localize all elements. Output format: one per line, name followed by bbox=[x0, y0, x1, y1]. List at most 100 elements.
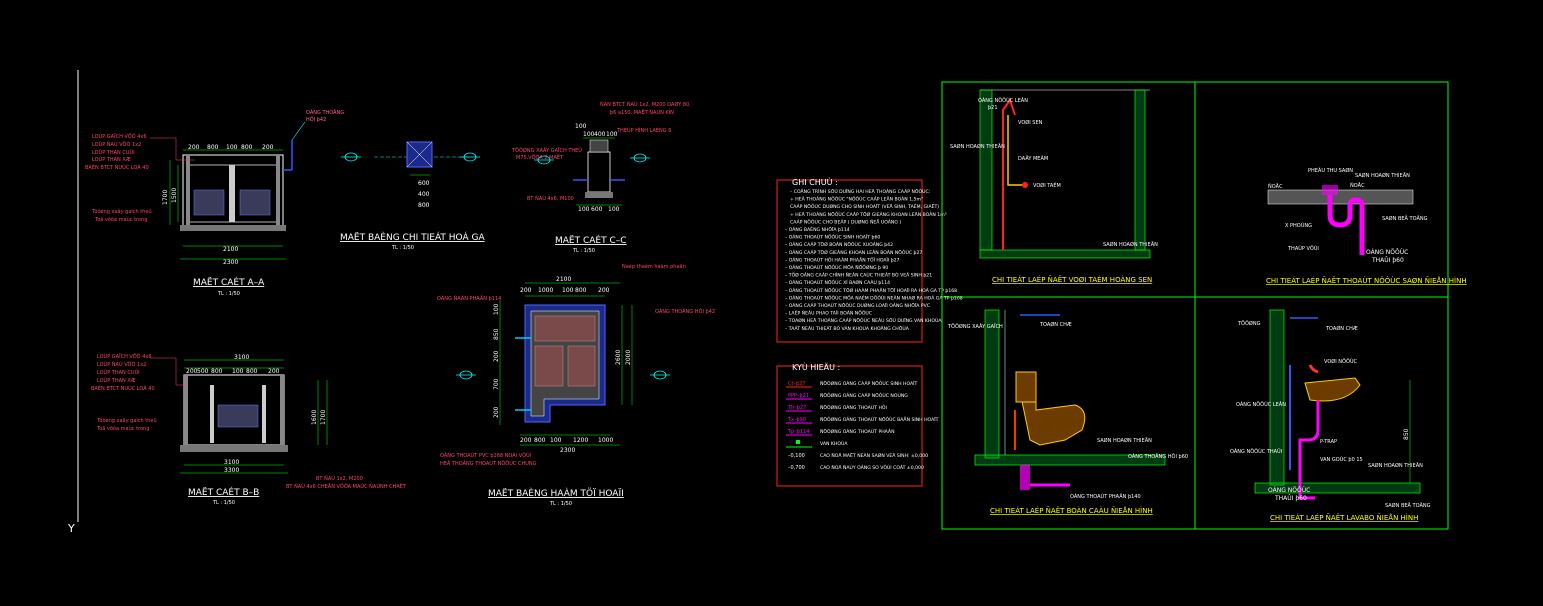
plan-tank-note-5: HEÄ THOÁNG THOAÙT NÖÔÙC CHUNG bbox=[440, 460, 537, 467]
section-aa-base bbox=[180, 225, 286, 231]
detail-toilet-label-2: TOAØN CHÆ bbox=[1039, 321, 1072, 328]
section-bb-note-1: LOÙP GAÏCH VÖÕ 4x6 bbox=[97, 353, 152, 360]
detail-lavabo-ptrap bbox=[1298, 400, 1320, 500]
kyhieu-code: Tp–þ114 bbox=[787, 429, 809, 435]
section-aa-note-5: BAÉN BTCT ÑUÙC LOÃ 40 bbox=[85, 163, 149, 171]
ghichu-line: – OÁNG CAÁP THOAÙT NÖÔÙC DUØNG LOAÏI OÁN… bbox=[785, 302, 930, 309]
valve-symbol bbox=[796, 440, 800, 444]
plan-tank-chamber-3 bbox=[567, 345, 596, 387]
section-bb-dim-top-4: 100 bbox=[232, 368, 244, 375]
ghichu-panel: GHI CHUÙ : – COÂNG TRÌNH SÖÛ DUÏNG HAI H… bbox=[776, 176, 963, 343]
detail-floordrain-trap bbox=[1327, 195, 1365, 255]
detail-toilet-tank bbox=[1015, 371, 1037, 403]
section-aa-vent-1: OÁNG THOÂNG bbox=[306, 109, 344, 116]
section-cc-note-4: TÖÔØNG XAÂY GAÏCH THEÛ bbox=[511, 147, 582, 154]
ghichu-line: – OÁNG THOAÙT NÖÔÙC MÖA ÑÖÔØNG þ 90 bbox=[785, 264, 888, 271]
detail-floordrain-title: CHI TIEÁT LAÉP ÑAËT THOAÙT NÖÔÙC SAØN ÑI… bbox=[1266, 276, 1467, 285]
section-cc-top bbox=[589, 139, 609, 153]
ghichu-line: + HEÄ THOÁNG NÖÔÙC CAÁP TÖØ GIEÁNG KHOAN… bbox=[790, 211, 947, 218]
section-bb-wall-right bbox=[280, 375, 284, 445]
section-bb-note-left-1: Töôøng xaây gaïch theû bbox=[96, 417, 157, 424]
detail-toilet-floor bbox=[974, 454, 1166, 466]
plan-ga-dim-1: 600 bbox=[418, 180, 430, 187]
detail-lavabo: TÖÔØNG TOAØN CHÆ VOØI NÖÔÙC OÁNG NÖÔÙC L… bbox=[1230, 309, 1431, 522]
detail-toilet-drain bbox=[1020, 465, 1030, 490]
section-bb-bottom-note-2: BT ÑAÙ 4x6 CHEÅN VÖÕA MAÙC ÑAÙNH CHAËT bbox=[286, 483, 407, 490]
detail-shower-title: CHI TIEÁT LAÉP ÑAËT VOØI TAÉM HOÀNG SEN bbox=[992, 275, 1152, 284]
detail-toilet: TÖÔØNG XAÂY GAÏCH TOAØN CHÆ SAØN HOAØN T… bbox=[947, 309, 1188, 515]
section-cc-dim-top-3: 400 bbox=[594, 131, 606, 138]
plan-tank-title: MAËT BAÈNG HAÀM TÖÏ HOAÏI bbox=[488, 487, 624, 499]
section-aa-divider bbox=[229, 165, 235, 222]
detail-shower-tap bbox=[1022, 182, 1028, 188]
section-aa-dim-top-2: 800 bbox=[207, 144, 219, 151]
plan-tank-dim-bottom-4: 100 bbox=[550, 437, 562, 444]
detail-lavabo-label-1: TÖÔØNG bbox=[1237, 320, 1261, 327]
section-aa-note-4: LOÙP THAN XÆ bbox=[92, 156, 131, 163]
kyhieu-desc: CAO ÑOÄ ÑAÙY OÁNG SO VÔÙI COÁT ±0,000 bbox=[820, 464, 924, 471]
section-cc-note-1: ÑAN BTCT ÑAÙ 1x2, M200 DAØY 80, bbox=[600, 101, 691, 108]
section-bb-dim-total-1: 3100 bbox=[234, 354, 249, 361]
plan-tank-dim-left-1: 100 bbox=[493, 303, 500, 315]
section-aa-wall-right bbox=[276, 155, 280, 225]
section-bb-scale: TL : 1/50 bbox=[212, 500, 235, 506]
detail-floordrain-label-1: PHEÃU THU SAØN bbox=[1308, 167, 1353, 174]
plan-ga: MAËT BAÈNG CHI TIEÁT HOÁ GA TL : 1/50 bbox=[340, 141, 485, 251]
ghichu-line: – OÁNG CAÁP TÖØ BOÀN NÖÔÙC XUOÁNG þ42 bbox=[785, 241, 893, 248]
detail-shower-label-2: þ21 bbox=[988, 105, 998, 111]
ghichu-line: – OÁNG BAÈNG NHÖÏA þ114 bbox=[785, 225, 850, 233]
detail-floordrain-label-9: THAÛI þ60 bbox=[1371, 257, 1404, 264]
detail-toilet-label-5: OÁNG THOAÙT PHAÂN þ140 bbox=[1070, 493, 1141, 500]
plan-ga-symbol-right bbox=[460, 152, 480, 162]
detail-shower-label-5: DAÂY MEÀM bbox=[1018, 155, 1048, 162]
detail-floordrain-label-3: ÑOÅC bbox=[1268, 183, 1283, 190]
plan-tank-note-4: OÁNG THOAÙT PVC þ168 NOÁI VÔÙI bbox=[440, 452, 531, 459]
detail-lavabo-label-9: OÁNG NÖÔÙC bbox=[1268, 487, 1310, 494]
detail-lavabo-floor bbox=[1254, 482, 1421, 494]
section-cc-section bbox=[587, 151, 611, 193]
section-bb-filter bbox=[217, 404, 259, 428]
detail-floordrain-label-7: THAÙP VÔÙI bbox=[1287, 245, 1319, 252]
detail-floordrain-label-6: SAØN BEÂ TOÂNG bbox=[1382, 215, 1428, 222]
ghichu-line: – OÁNG THOAÙT NÖÔÙC SINH HOAÏT þ60 bbox=[785, 234, 880, 241]
plan-tank-dim-bottom-2: 200 bbox=[520, 437, 532, 444]
section-bb-note-5: BAÉN BTCT ÑUÙC LOÃ 40 bbox=[91, 384, 155, 392]
detail-shower-label-1: OÁNG NÖÔÙC LEÂN bbox=[978, 97, 1028, 104]
section-cc-dim-bottom-3: 100 bbox=[608, 206, 620, 213]
plan-tank-dim-left-5: 200 bbox=[493, 406, 500, 418]
section-aa-dim-total-2: 2300 bbox=[223, 259, 238, 266]
kyhieu-code: –0,100 bbox=[788, 453, 805, 459]
detail-shower-floor bbox=[979, 249, 1151, 259]
section-aa: OÁNG THOÂNG HÔI þ42 200 800 100 800 200 … bbox=[85, 109, 344, 297]
plan-ga-symbol-left bbox=[341, 152, 361, 162]
section-aa-title: MAËT CAÉT A–A bbox=[193, 276, 265, 288]
section-cc-dim-bottom-1: 100 bbox=[578, 206, 590, 213]
kyhieu-code: Th–þ27 bbox=[787, 405, 806, 411]
detail-lavabo-label-3: VOØI NÖÔÙC bbox=[1324, 358, 1358, 365]
section-aa-note-3: LOÙP THAN CUÛI bbox=[92, 149, 135, 156]
section-cc-base bbox=[585, 192, 613, 198]
section-bb-dim-left-2: 1700 bbox=[320, 410, 327, 425]
section-bb-dim-top-1: 200 bbox=[186, 368, 198, 375]
ghichu-title: GHI CHUÙ : bbox=[792, 176, 838, 187]
section-bb-divider-1 bbox=[210, 385, 214, 443]
plan-tank-dim-bottom-3: 800 bbox=[534, 437, 546, 444]
section-aa-wall-left bbox=[186, 155, 190, 225]
section-bb-note-leader bbox=[150, 357, 188, 386]
plan-ga-dim-3: 800 bbox=[418, 202, 430, 209]
section-cc-dim-top-4: 100 bbox=[606, 131, 618, 138]
section-aa-note-left-1: Töôøng xaây gaïch theû bbox=[91, 208, 152, 215]
detail-toilet-label-3: SAØN HOAØN THIEÄN bbox=[1097, 437, 1152, 444]
section-bb-dim-top-3: 800 bbox=[211, 368, 223, 375]
section-aa-filter-right bbox=[239, 189, 271, 216]
section-aa-note-1: LOÙP GAÏCH VÖÕ 4x6 bbox=[92, 133, 147, 140]
detail-toilet-label-1: TÖÔØNG XAÂY GAÏCH bbox=[947, 323, 1003, 330]
section-aa-filter-left bbox=[193, 189, 225, 216]
plan-tank-dim-bottom-5: 1200 bbox=[573, 437, 588, 444]
plan-tank-dim-left-2: 850 bbox=[493, 328, 500, 340]
kyhieu-desc: VAN KHOÙA bbox=[820, 440, 848, 447]
detail-toilet-title: CHI TIEÁT LAÉP ÑAËT BOÀN CAÀU ÑIEÅN HÌNH bbox=[990, 506, 1153, 515]
section-aa-dim-top-4: 800 bbox=[241, 144, 253, 151]
